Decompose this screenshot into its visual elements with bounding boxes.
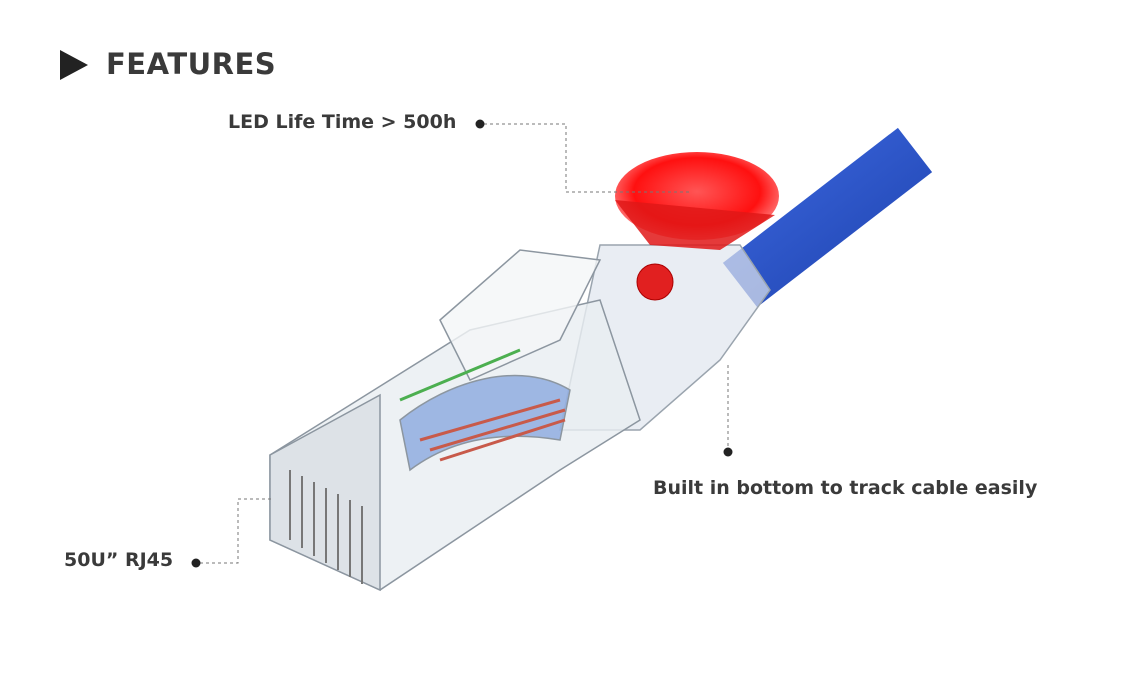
callout-built-in-bottom: Built in bottom to track cable easily xyxy=(653,477,1038,499)
page-title: FEATURES xyxy=(106,47,277,81)
callout-dot-bottom xyxy=(723,447,733,457)
callout-dot-led xyxy=(475,119,485,129)
callout-led-life: LED Life Time > 500h xyxy=(228,111,457,133)
led-bulb xyxy=(636,263,674,301)
callout-dot-rj45 xyxy=(191,558,201,568)
blue-cable xyxy=(722,127,933,308)
led-light xyxy=(615,200,775,250)
callout-rj45: 50U” RJ45 xyxy=(64,549,174,571)
callout-lines xyxy=(200,123,729,564)
rj45-plug xyxy=(269,249,641,592)
play-triangle-icon xyxy=(60,50,88,80)
